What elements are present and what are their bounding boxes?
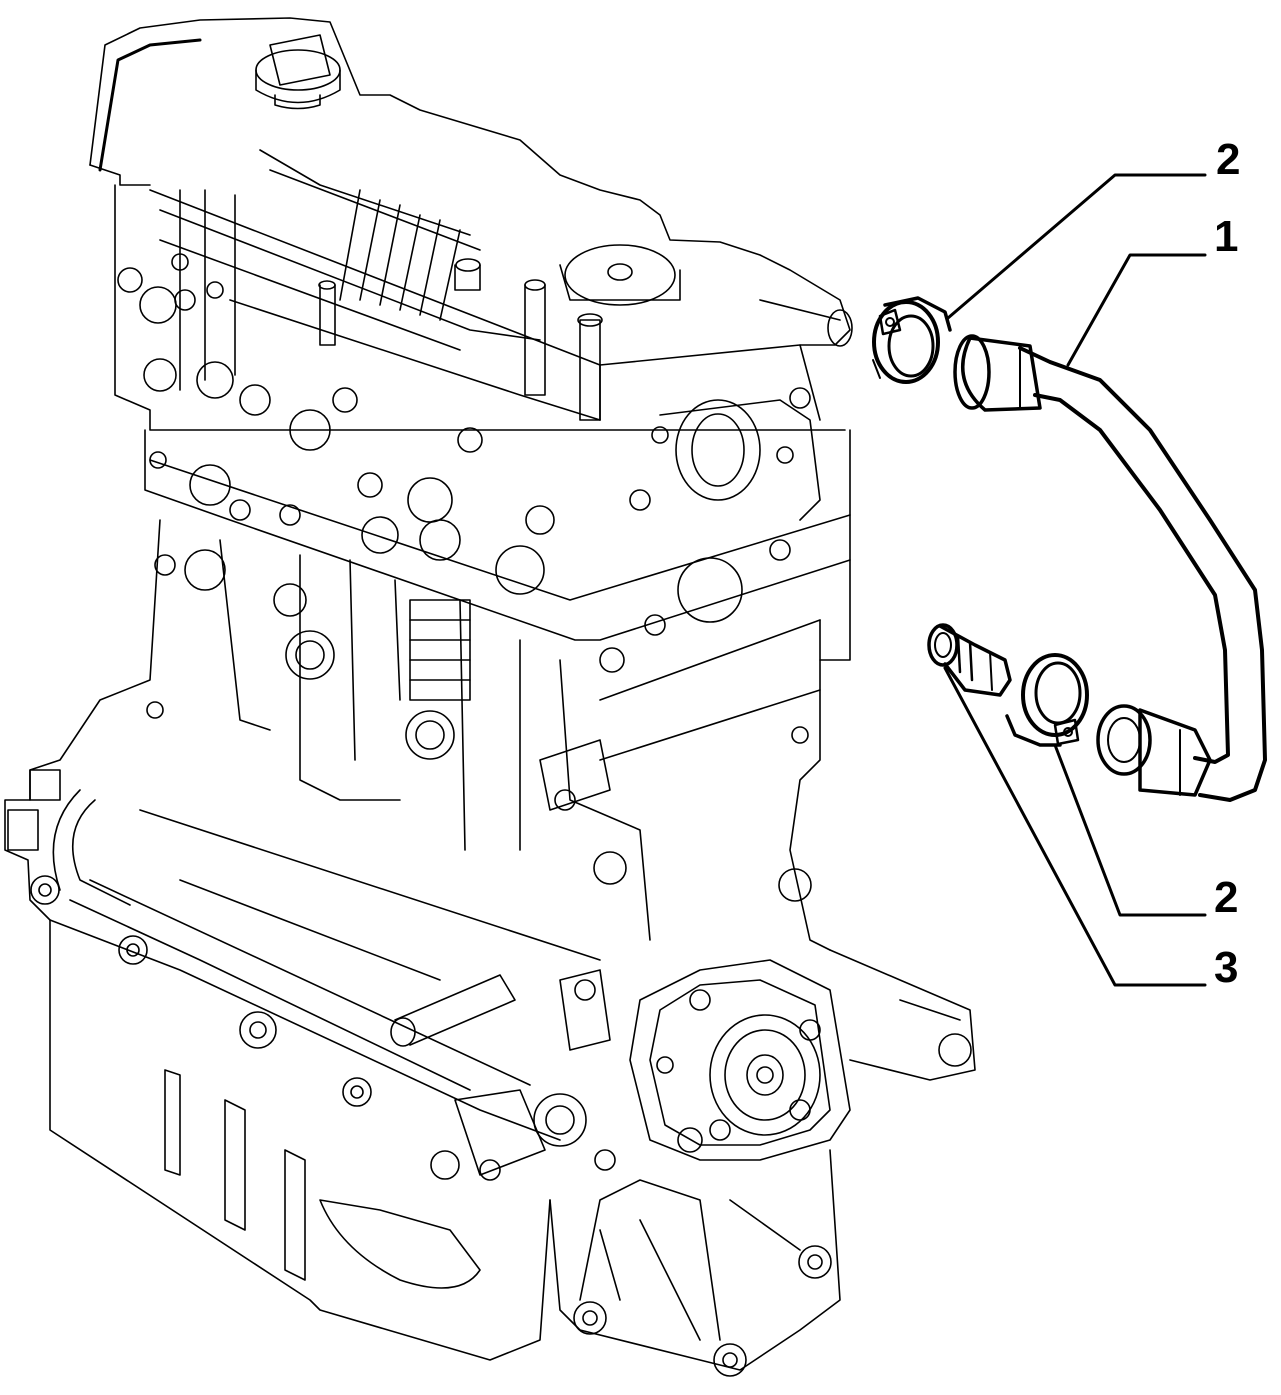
clamp-part-2-upper xyxy=(872,296,952,384)
leader-line-1 xyxy=(1066,253,1207,367)
engine-block-illustration xyxy=(4,17,976,1377)
callout-number-3: 3 xyxy=(1214,943,1239,992)
leader-line-2-upper xyxy=(946,173,1207,320)
callout-leader-lines xyxy=(943,173,1207,987)
callout-number-2-lower: 2 xyxy=(1214,873,1239,922)
fitting-part-3 xyxy=(927,623,1012,697)
leader-line-2-lower xyxy=(1053,743,1207,917)
clamp-part-2-lower xyxy=(1005,653,1089,747)
leader-line-3 xyxy=(943,666,1207,987)
hose-part-1 xyxy=(953,334,1267,802)
callout-number-1: 1 xyxy=(1214,212,1239,261)
callout-number-2-upper: 2 xyxy=(1216,135,1241,184)
